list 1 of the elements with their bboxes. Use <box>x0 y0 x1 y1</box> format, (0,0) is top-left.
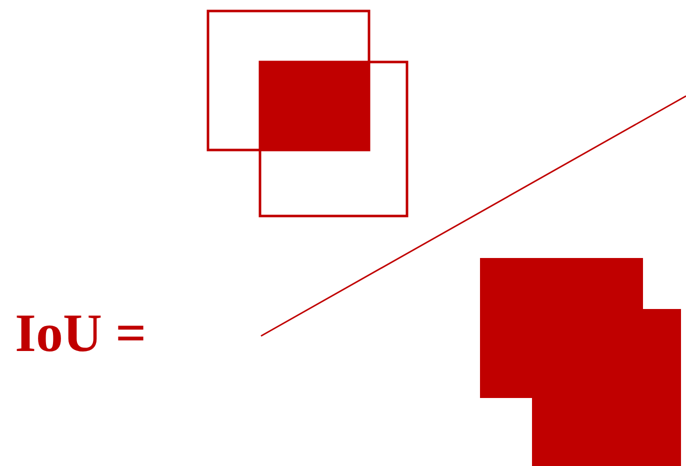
formula-text: IoU = <box>15 306 146 360</box>
